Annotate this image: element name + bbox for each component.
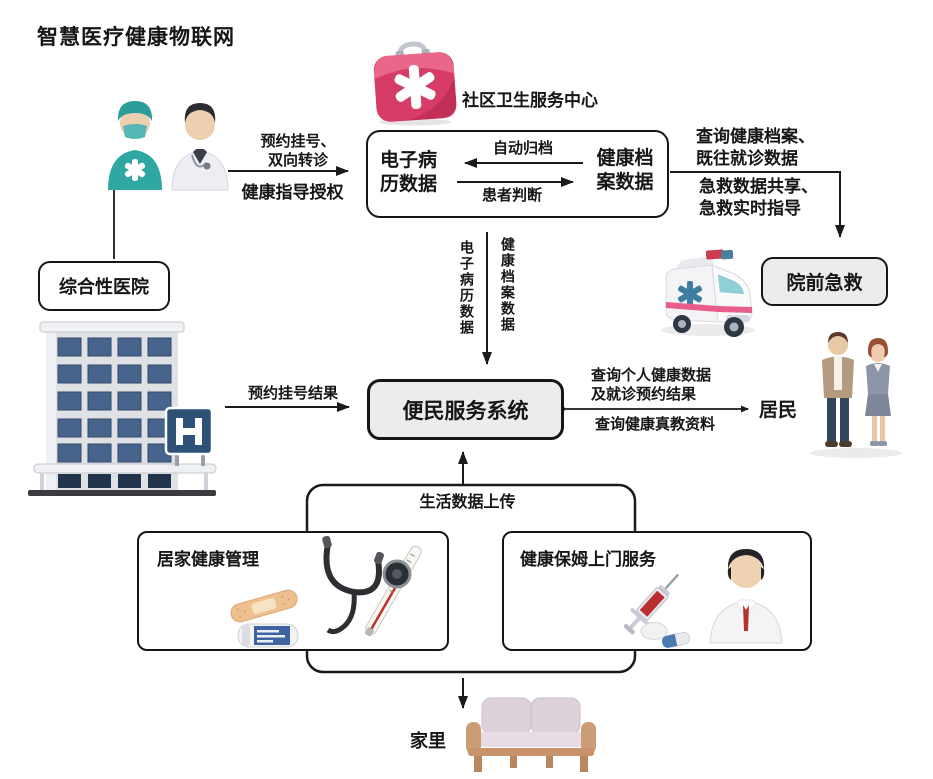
hospital-building-icon <box>26 314 222 498</box>
emergency-share-label: 急救数据共享、 急救实时指导 <box>699 177 818 219</box>
query-archive-label: 查询健康档案、 既往就诊数据 <box>696 127 815 169</box>
query-personal-label: 查询个人健康数据 及就诊预约结果 <box>591 366 712 404</box>
doctors-to-hospital-connector <box>113 180 152 259</box>
home-label: 家里 <box>410 731 446 752</box>
surgeon-and-doctor-icon <box>100 92 235 192</box>
service-system-label: 便民服务系统 <box>402 398 529 423</box>
community-center-label: 社区卫生服务中心 <box>462 91 598 111</box>
sofa-icon <box>458 696 608 776</box>
health-guidance-label: 健康指导授权 <box>241 183 344 203</box>
emr-node-label: 电子病 历数据 <box>380 149 438 196</box>
service-system-node: 便民服务系统 <box>367 379 564 440</box>
life-upload-label: 生活数据上传 <box>419 492 516 511</box>
community-center-box <box>366 130 669 218</box>
first-aid-kit-icon <box>369 40 461 126</box>
syringe-pills-icon <box>610 570 698 650</box>
emr-download-label: 电子病历数据 <box>457 240 474 336</box>
page-title: 智慧医疗健康物联网 <box>37 25 235 49</box>
appointment-referral-label: 预约挂号、 双向转诊 <box>260 132 336 170</box>
home-health-label: 居家健康管理 <box>157 550 259 570</box>
appointment-result-label: 预约挂号结果 <box>247 384 338 402</box>
caregiver-icon <box>700 543 792 645</box>
query-education-label: 查询健康真教资料 <box>595 415 716 433</box>
residents-couple-icon <box>806 328 908 460</box>
patient-judgement-label: 患者判断 <box>481 186 542 204</box>
prehospital-emergency-label: 院前急救 <box>786 272 863 294</box>
center-to-emergency-arrow <box>670 171 845 238</box>
ambulance-icon <box>654 236 764 338</box>
bandage-medicine-bottle-icon <box>222 582 314 652</box>
nanny-service-label: 健康保姆上门服务 <box>520 550 656 570</box>
general-hospital-label: 综合性医院 <box>59 277 149 298</box>
prehospital-emergency-node: 院前急救 <box>761 257 888 306</box>
health-record-node-label: 健康档 案数据 <box>596 147 654 194</box>
record-download-label: 健康档案数据 <box>498 237 515 333</box>
auto-archive-label: 自动归档 <box>492 139 553 157</box>
residents-label: 居民 <box>759 399 798 421</box>
general-hospital-node: 综合性医院 <box>38 261 170 311</box>
stethoscope-thermometer-icon <box>298 534 438 646</box>
